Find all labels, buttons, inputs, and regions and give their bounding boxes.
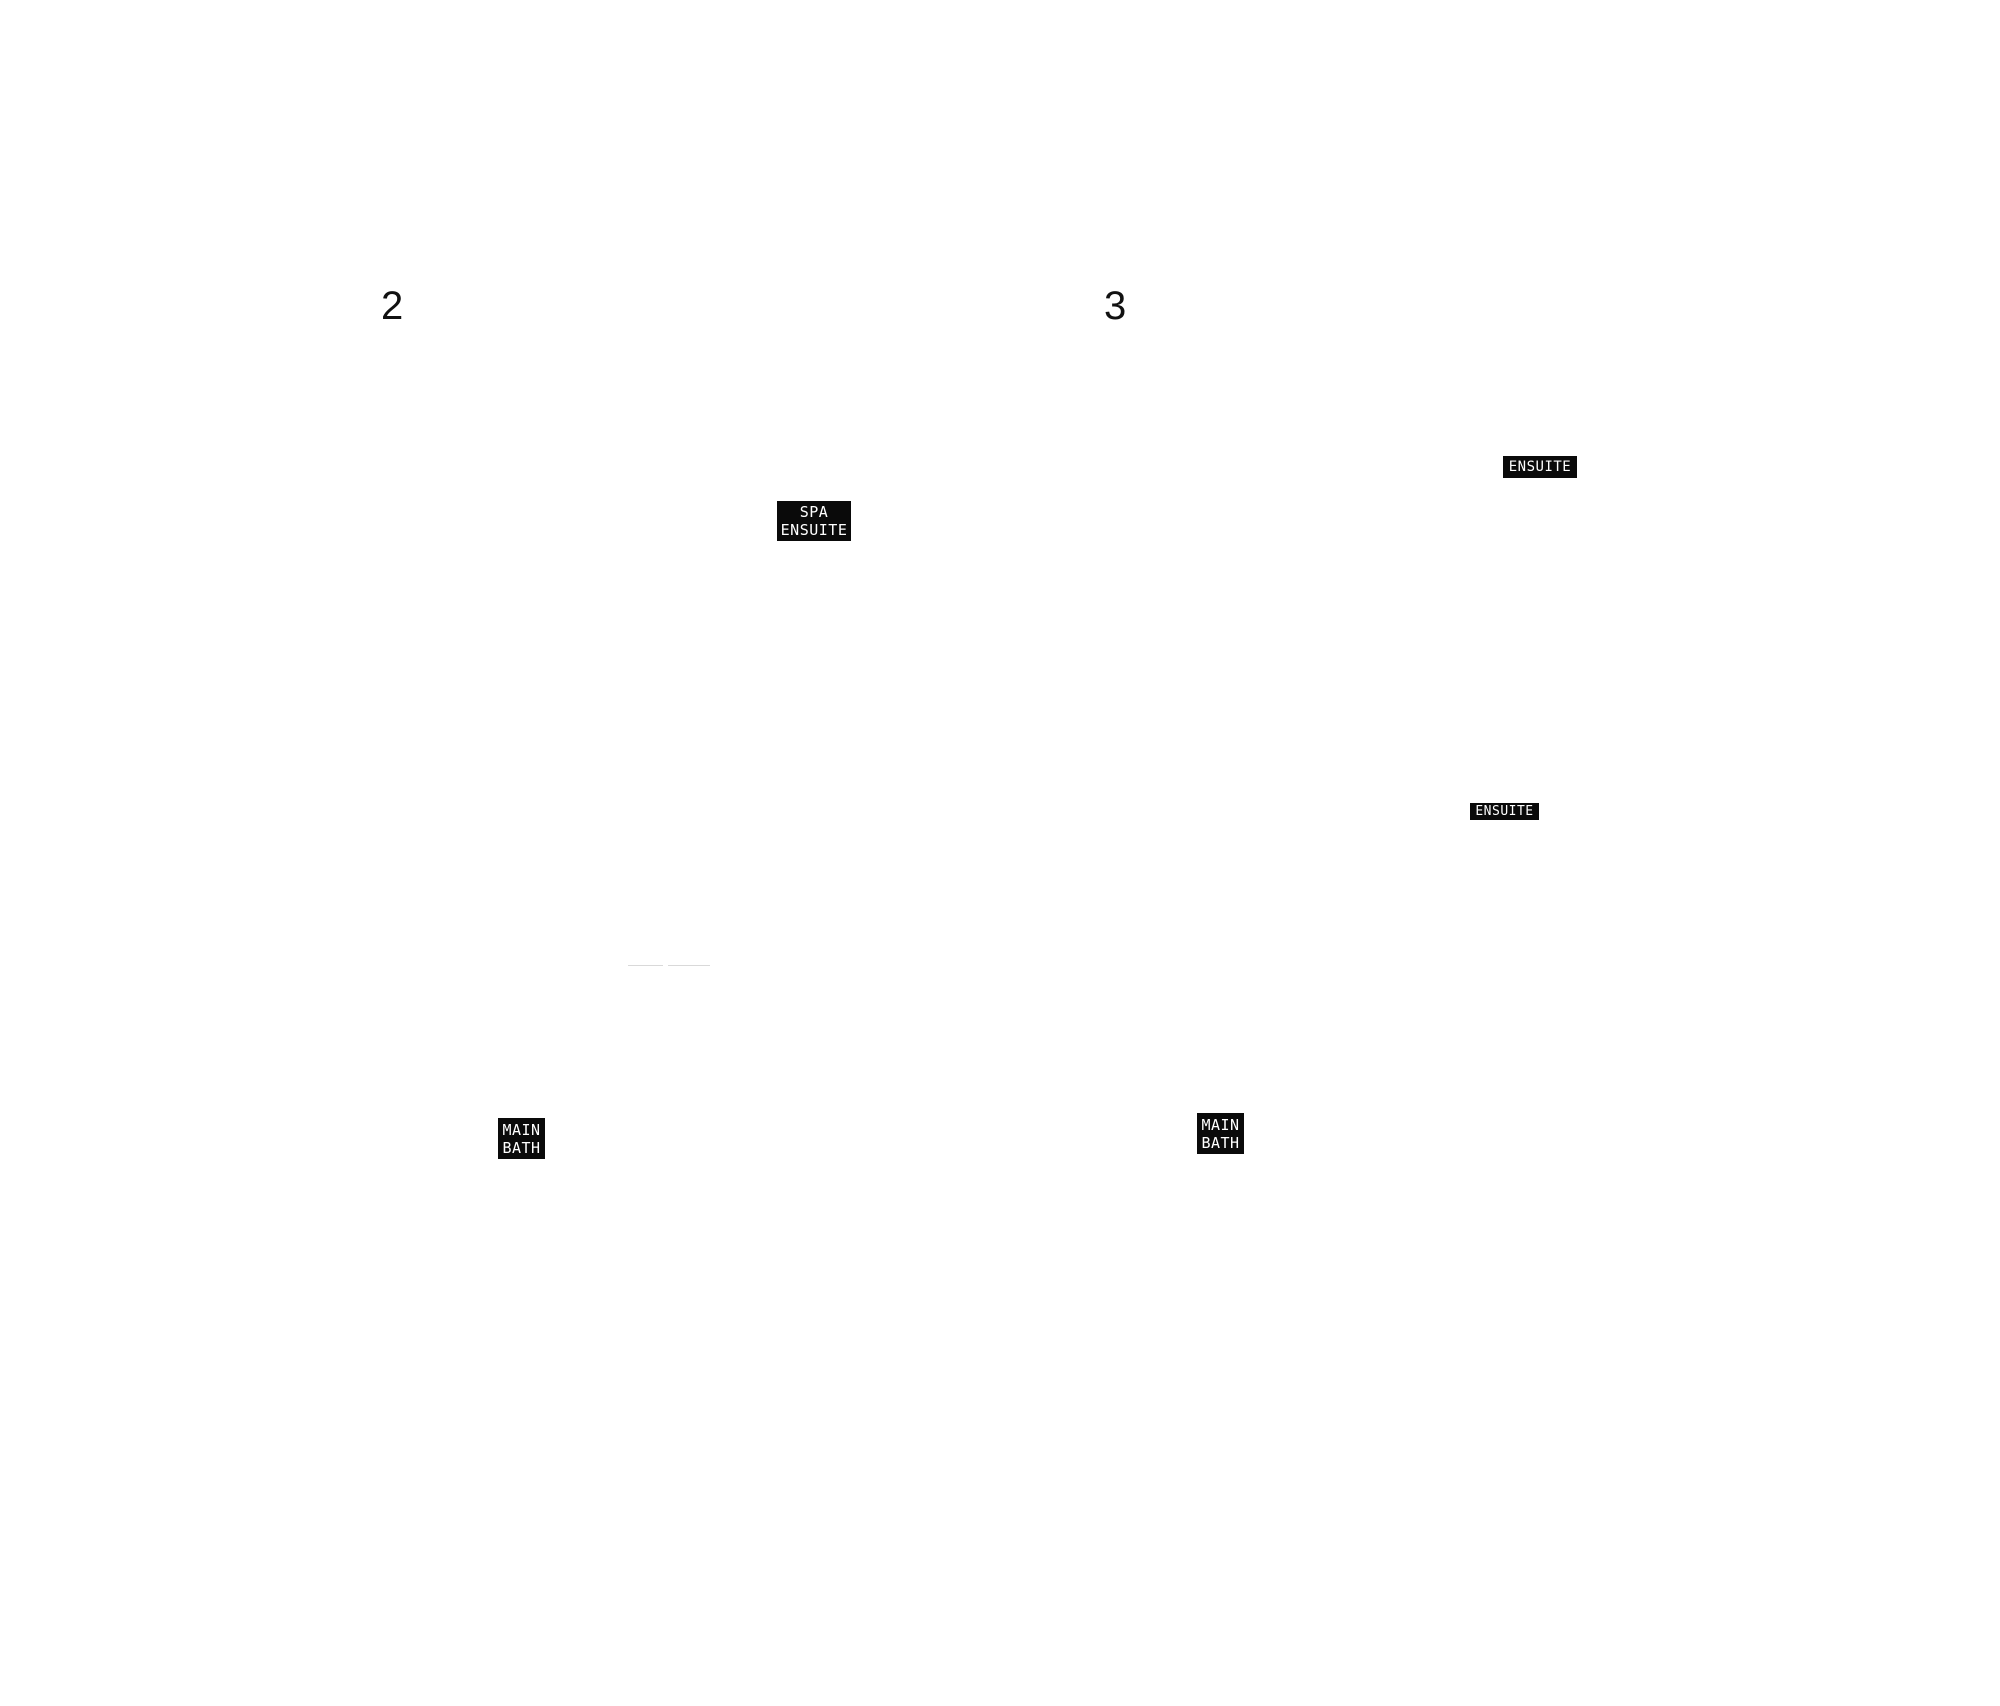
room-tag-line: BATH — [1201, 1133, 1240, 1152]
room-tag-main-bath-plan-3: MAIN BATH — [1197, 1113, 1244, 1154]
plan-number-3: 3 — [1104, 284, 1127, 328]
room-tag-main-bath-plan-2: MAIN BATH — [498, 1118, 545, 1159]
faint-divider-line — [628, 965, 663, 966]
faint-divider-line — [668, 965, 710, 966]
room-tag-spa-ensuite: SPA ENSUITE — [777, 501, 851, 541]
room-tag-line: BATH — [502, 1138, 541, 1157]
room-tag-line: ENSUITE — [1508, 459, 1572, 475]
room-tag-ensuite-lower: ENSUITE — [1470, 803, 1539, 820]
plan-number-2: 2 — [381, 284, 404, 328]
room-tag-line: MAIN — [502, 1120, 541, 1139]
room-tag-line: ENSUITE — [1475, 803, 1534, 819]
room-tag-line: MAIN — [1201, 1115, 1240, 1134]
room-tag-line: SPA — [799, 503, 829, 521]
room-tag-ensuite-upper: ENSUITE — [1503, 456, 1577, 478]
room-tag-line: ENSUITE — [780, 521, 848, 539]
